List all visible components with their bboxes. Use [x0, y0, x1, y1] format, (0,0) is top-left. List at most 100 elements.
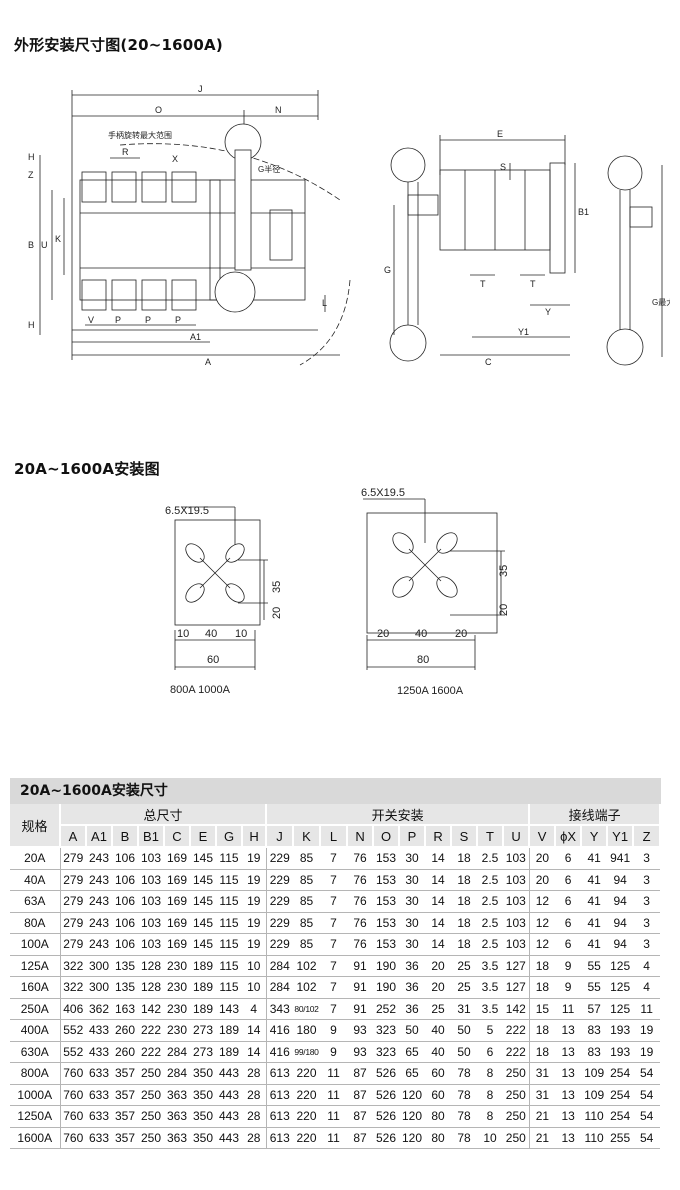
column-header-13: P [399, 825, 427, 848]
table-cell: 142 [138, 998, 164, 1020]
hole-size-label-right: 6.5X19.5 [361, 487, 405, 499]
table-cell: 94 [607, 890, 634, 913]
table-cell: 93 [347, 1041, 374, 1063]
table-cell: 6 [555, 912, 582, 934]
table-cell: 103 [138, 933, 164, 956]
column-header-5: E [190, 825, 217, 848]
spec-header: 规格 [10, 804, 61, 848]
table-cell: 222 [503, 1041, 530, 1063]
table-cell: 20 [529, 869, 556, 891]
table-cell: 363 [164, 1084, 190, 1106]
dim-label-a: A [205, 357, 211, 367]
table-cell: 443 [216, 1084, 242, 1106]
table-cell: 91 [347, 955, 374, 977]
table-cell: 526 [373, 1127, 400, 1149]
table-cell: 115 [216, 912, 242, 934]
column-header-15: S [451, 825, 479, 848]
table-cell: 106 [112, 890, 138, 913]
table-cell: 85 [293, 933, 321, 956]
table-cell: 6 [555, 933, 582, 956]
table-cell: 416 [266, 1019, 294, 1042]
row-spec-cell: 100A [10, 933, 61, 956]
table-cell: 250 [503, 1127, 530, 1149]
table-cell: 357 [112, 1062, 138, 1085]
dim-20-left: 20 [271, 607, 283, 619]
table-cell: 189 [190, 976, 216, 999]
table-cell: 18 [529, 976, 556, 999]
front-view-drawing: J O N 手柄旋转最大范围 R X G半径 H Z B U K H V P P… [28, 84, 351, 367]
table-cell: 190 [373, 955, 400, 977]
table-cell: 250 [503, 1105, 530, 1128]
table-cell: 279 [60, 912, 86, 934]
table-cell: 18 [529, 1019, 556, 1042]
table-cell: 433 [86, 1019, 112, 1042]
table-cell: 7 [320, 955, 348, 977]
table-cell: 127 [503, 955, 530, 977]
table-cell: 54 [633, 1105, 661, 1128]
column-header-10: L [320, 825, 349, 848]
table-cell: 222 [138, 1041, 164, 1063]
table-cell: 83 [581, 1041, 608, 1063]
table-cell: 11 [633, 998, 661, 1020]
column-header-22: Z [633, 825, 662, 848]
dim-label-s: S [500, 162, 506, 172]
table-cell: 2.5 [477, 847, 504, 870]
table-cell: 19 [242, 933, 267, 956]
table-cell: 41 [581, 890, 608, 913]
table-cell: 3 [633, 869, 661, 891]
table-cell: 115 [216, 847, 242, 870]
table-cell: 54 [633, 1127, 661, 1149]
table-cell: 250 [138, 1105, 164, 1128]
dim-label-p1: P [115, 315, 121, 325]
row-spec-cell: 1000A [10, 1084, 61, 1106]
table-cell: 7 [320, 890, 348, 913]
dim-label-h-top: H [28, 152, 35, 162]
dim-label-z: Z [28, 170, 34, 180]
table-cell: 18 [451, 869, 478, 891]
table-cell: 613 [266, 1127, 294, 1149]
table-cell: 13 [555, 1084, 582, 1106]
table-cell: 128 [138, 955, 164, 977]
table-cell: 252 [373, 998, 400, 1020]
table-cell: 250 [503, 1084, 530, 1106]
table-cell: 25 [451, 955, 478, 977]
table-cell: 28 [242, 1084, 267, 1106]
table-cell: 323 [373, 1019, 400, 1042]
dim-35-left: 35 [271, 581, 283, 593]
column-header-12: O [373, 825, 401, 848]
table-cell: 54 [633, 1062, 661, 1085]
table-cell: 9 [555, 976, 582, 999]
table-cell: 40 [425, 1041, 452, 1063]
table-cell: 10 [242, 955, 267, 977]
table-cell: 350 [190, 1127, 216, 1149]
dim-label-g-max: G最大 [652, 297, 670, 307]
table-cell: 229 [266, 933, 294, 956]
table-cell: 3 [633, 847, 661, 870]
table-cell: 350 [190, 1084, 216, 1106]
table-cell: 28 [242, 1127, 267, 1149]
table-cell: 153 [373, 869, 400, 891]
table-cell: 21 [529, 1105, 556, 1128]
table-cell: 284 [266, 955, 294, 977]
table-cell: 87 [347, 1084, 374, 1106]
table-cell: 30 [399, 847, 426, 870]
column-header-11: N [347, 825, 375, 848]
row-spec-cell: 40A [10, 869, 61, 891]
table-cell: 91 [347, 976, 374, 999]
table-cell: 87 [347, 1105, 374, 1128]
table-cell: 229 [266, 869, 294, 891]
table-cell: 633 [86, 1127, 112, 1149]
table-cell: 6 [477, 1041, 504, 1063]
row-spec-cell: 160A [10, 976, 61, 999]
table-cell: 6 [555, 847, 582, 870]
table-cell: 260 [112, 1019, 138, 1042]
table-cell: 94 [607, 933, 634, 956]
table-cell: 243 [86, 912, 112, 934]
table-cell: 220 [293, 1084, 321, 1106]
